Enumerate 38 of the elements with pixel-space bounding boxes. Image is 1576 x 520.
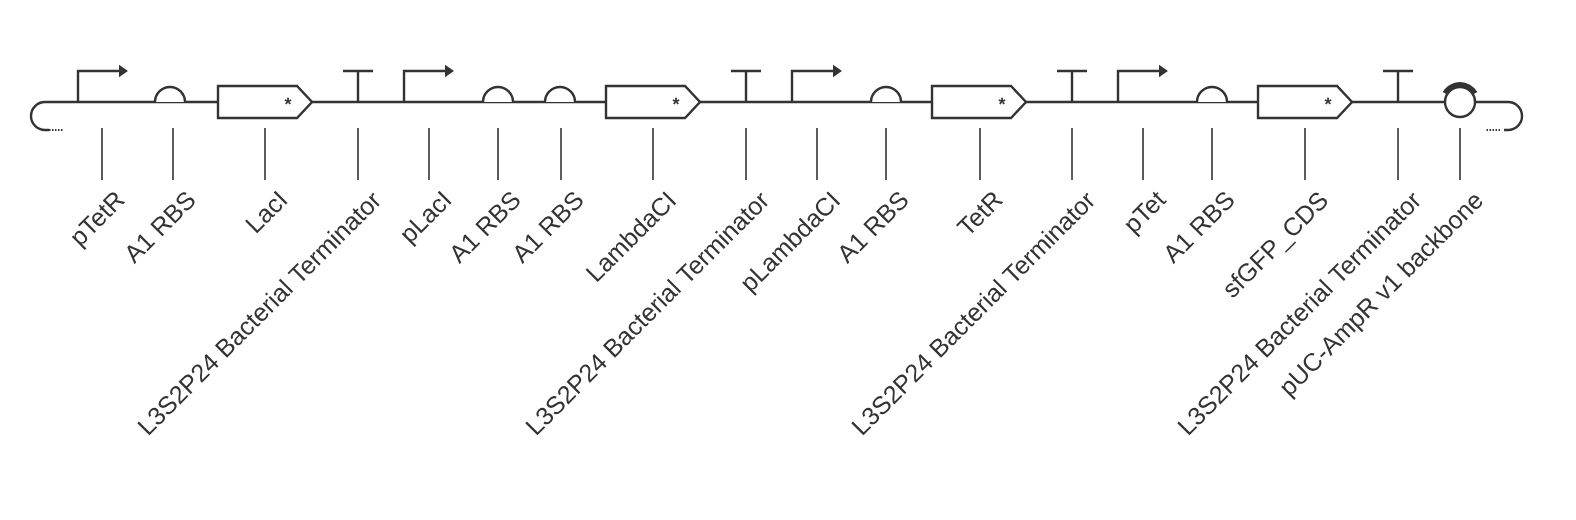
- leader-line: [816, 127, 818, 181]
- terminator-tee: [1055, 69, 1089, 104]
- leader-line: [652, 127, 654, 181]
- promoter-symbol: [790, 64, 842, 102]
- origin-circle: [1442, 82, 1478, 119]
- rbs-semicircle: [153, 85, 187, 104]
- cds-pentagon: *: [930, 84, 1028, 120]
- cds-pentagon: *: [216, 84, 314, 120]
- rbs-semicircle: [543, 85, 577, 104]
- leader-line: [745, 127, 747, 181]
- terminator-tee: [341, 69, 375, 104]
- leader-line: [1142, 127, 1144, 181]
- leader-line: [1459, 127, 1461, 181]
- rbs-semicircle: [869, 85, 903, 104]
- part-label: LacI: [245, 190, 288, 234]
- leader-line: [264, 127, 266, 181]
- leader-line: [560, 127, 562, 181]
- leader-line: [885, 127, 887, 181]
- promoter-symbol: [402, 64, 454, 102]
- leader-line: [428, 127, 430, 181]
- leader-line: [357, 127, 359, 181]
- terminator-tee: [729, 69, 763, 104]
- leader-line: [1211, 127, 1213, 181]
- terminator-tee: [1381, 69, 1415, 104]
- rbs-semicircle: [481, 85, 515, 104]
- leader-line: [497, 127, 499, 181]
- leader-line: [1397, 127, 1399, 181]
- part-label: TetR: [956, 192, 1004, 234]
- leader-line: [1304, 127, 1306, 181]
- leader-line: [1071, 127, 1073, 181]
- leader-line: [979, 127, 981, 181]
- promoter-symbol: [76, 64, 128, 102]
- leader-line: [101, 127, 103, 181]
- leader-line: [172, 127, 174, 181]
- promoter-symbol: [1116, 64, 1168, 102]
- cds-pentagon: *: [1256, 84, 1354, 120]
- cds-pentagon: *: [604, 84, 702, 120]
- rbs-semicircle: [1195, 85, 1229, 104]
